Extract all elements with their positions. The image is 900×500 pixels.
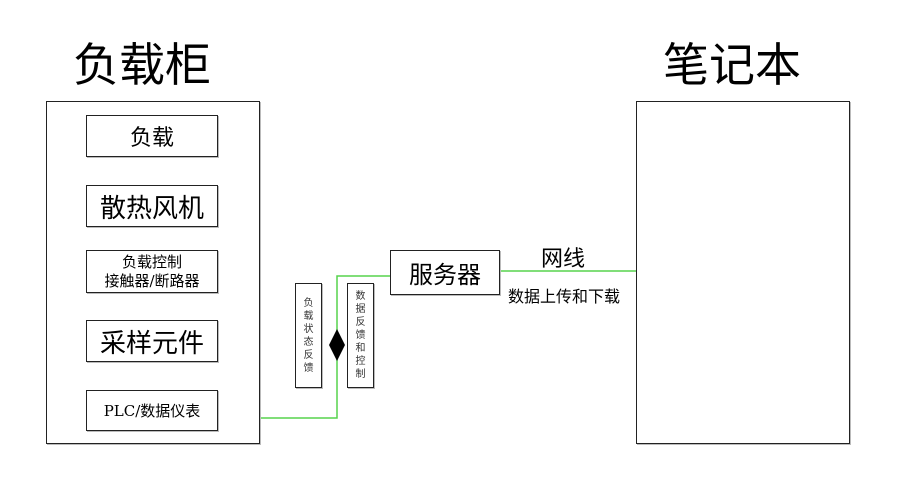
load-cabinet-title: 负载柜 [73,38,211,92]
server-box: 服务器 [390,250,500,295]
network-cable-label: 网线 [541,247,586,272]
contactor-breaker-label: 接触器/断路器 [104,271,200,290]
server-label: 服务器 [409,261,481,289]
feedback-diamond-icon [329,329,345,361]
data-feedback-control-label: 数 据 反 馈 和 控 制 [347,283,374,388]
sampling-box: 采样元件 [86,320,218,362]
fan-label: 散热风机 [99,193,204,224]
plc-label: PLC/数据仪表 [103,402,201,420]
load-status-feedback-label: 负 载 状 态 反 馈 [295,283,322,388]
plc-box: PLC/数据仪表 [86,390,218,431]
data-upload-download-label: 数据上传和下载 [508,287,621,306]
load-control-label: 负载控制 [121,252,182,271]
laptop-frame [636,101,850,444]
load-box: 负载 [86,115,218,157]
load-control-box: 负载控制 接触器/断路器 [86,250,218,293]
load-label: 负载 [129,126,174,151]
sampling-label: 采样元件 [99,328,204,359]
laptop-title: 笔记本 [663,38,801,92]
fan-box: 散热风机 [86,185,218,227]
